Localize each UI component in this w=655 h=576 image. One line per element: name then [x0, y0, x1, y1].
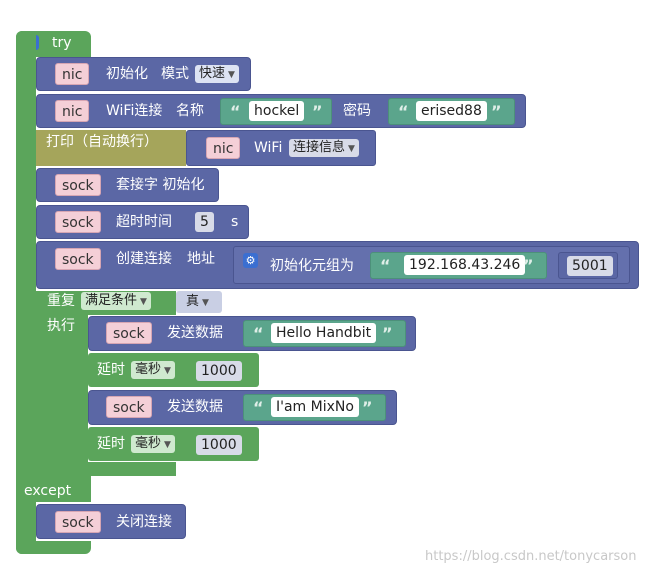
chevron-down-icon: ▼ [228, 70, 235, 80]
port-field[interactable]: 5001 [567, 256, 613, 276]
send-data-text: 发送数据 [167, 399, 223, 415]
variable-nic[interactable]: nic [55, 100, 90, 122]
except-block-header[interactable] [16, 476, 91, 502]
condition-value-dropdown[interactable]: 真▼ [182, 293, 213, 311]
variable-sock[interactable]: sock [55, 211, 101, 233]
timeout-value-field[interactable]: 5 [195, 212, 214, 232]
open-quote-icon: “ [230, 102, 241, 121]
variable-sock[interactable]: sock [106, 322, 152, 344]
chevron-down-icon: ▼ [140, 297, 147, 307]
info-dropdown[interactable]: 连接信息▼ [289, 139, 359, 157]
delay-unit-dropdown[interactable]: 毫秒▼ [131, 435, 175, 453]
close-quote-icon: ” [523, 256, 534, 275]
do-label: 执行 [47, 318, 75, 334]
delay-label: 延时 [97, 436, 125, 452]
create-connection-text: 创建连接 [116, 251, 172, 267]
delay-unit-value: 毫秒 [135, 436, 162, 451]
delay-value-field[interactable]: 1000 [196, 435, 242, 455]
mode-label: 模式 [161, 66, 189, 82]
variable-nic[interactable]: nic [206, 137, 241, 159]
gear-icon[interactable]: ⚙ [243, 253, 258, 268]
try-label: try [52, 35, 72, 51]
repeat-label: 重复 [47, 293, 75, 309]
delay-value-field[interactable]: 1000 [196, 361, 242, 381]
variable-sock[interactable]: sock [106, 396, 152, 418]
info-value: 连接信息 [293, 140, 346, 155]
password-label: 密码 [343, 103, 371, 119]
except-label: except [24, 483, 72, 499]
chevron-down-icon: ▼ [348, 144, 355, 154]
open-quote-icon: “ [253, 324, 264, 343]
chevron-down-icon: ▼ [202, 298, 209, 308]
try-block-spine [16, 31, 36, 554]
variable-nic[interactable]: nic [55, 63, 90, 85]
ssid-label: 名称 [176, 103, 204, 119]
except-block-footer [16, 541, 91, 554]
close-quote-icon: ” [382, 324, 393, 343]
chevron-down-icon: ▼ [164, 366, 171, 376]
condition-value: 真 [186, 294, 200, 309]
payload-field[interactable]: Hello Handbit [271, 323, 377, 343]
print-label: 打印（自动换行） [46, 134, 158, 150]
open-quote-icon: “ [380, 256, 391, 275]
delay-unit-value: 毫秒 [135, 362, 162, 377]
repeat-block-spine [36, 315, 88, 462]
delay-unit-dropdown[interactable]: 毫秒▼ [131, 361, 175, 379]
variable-sock[interactable]: sock [55, 248, 101, 270]
close-quote-icon: ” [362, 398, 373, 417]
nic-init-text: 初始化 [106, 66, 148, 82]
tuple-label: 初始化元组为 [270, 258, 354, 274]
ssid-field[interactable]: hockel [249, 101, 305, 121]
open-quote-icon: “ [253, 398, 264, 417]
repeat-block-footer [36, 462, 176, 476]
close-quote-icon: ” [312, 102, 323, 121]
timeout-text: 超时时间 [116, 214, 172, 230]
wifi-info-text: WiFi [254, 140, 283, 156]
print-block[interactable] [36, 130, 186, 166]
delay-label: 延时 [97, 362, 125, 378]
chevron-down-icon: ▼ [164, 440, 171, 450]
password-field[interactable]: erised88 [416, 101, 487, 121]
send-data-text: 发送数据 [167, 325, 223, 341]
sock-init-text: 套接字 初始化 [116, 177, 205, 193]
close-connection-text: 关闭连接 [116, 514, 172, 530]
condition-mode-dropdown[interactable]: 满足条件▼ [81, 292, 151, 310]
watermark: https://blog.csdn.net/tonycarson [425, 549, 637, 564]
address-label: 地址 [187, 251, 215, 267]
mode-dropdown[interactable]: 快速▼ [195, 65, 239, 83]
condition-value-block[interactable] [176, 291, 222, 313]
ip-address-field[interactable]: 192.168.43.246 [404, 255, 526, 275]
payload-field[interactable]: I'am MixNo [271, 397, 359, 417]
variable-sock[interactable]: sock [55, 174, 101, 196]
close-quote-icon: ” [491, 102, 502, 121]
open-quote-icon: “ [398, 102, 409, 121]
condition-mode-value: 满足条件 [85, 293, 138, 308]
sock-init-block[interactable] [36, 168, 219, 202]
variable-sock[interactable]: sock [55, 511, 101, 533]
wifi-connect-text: WiFi连接 [106, 103, 163, 119]
mode-value: 快速 [199, 66, 226, 81]
timeout-unit: s [231, 214, 239, 230]
